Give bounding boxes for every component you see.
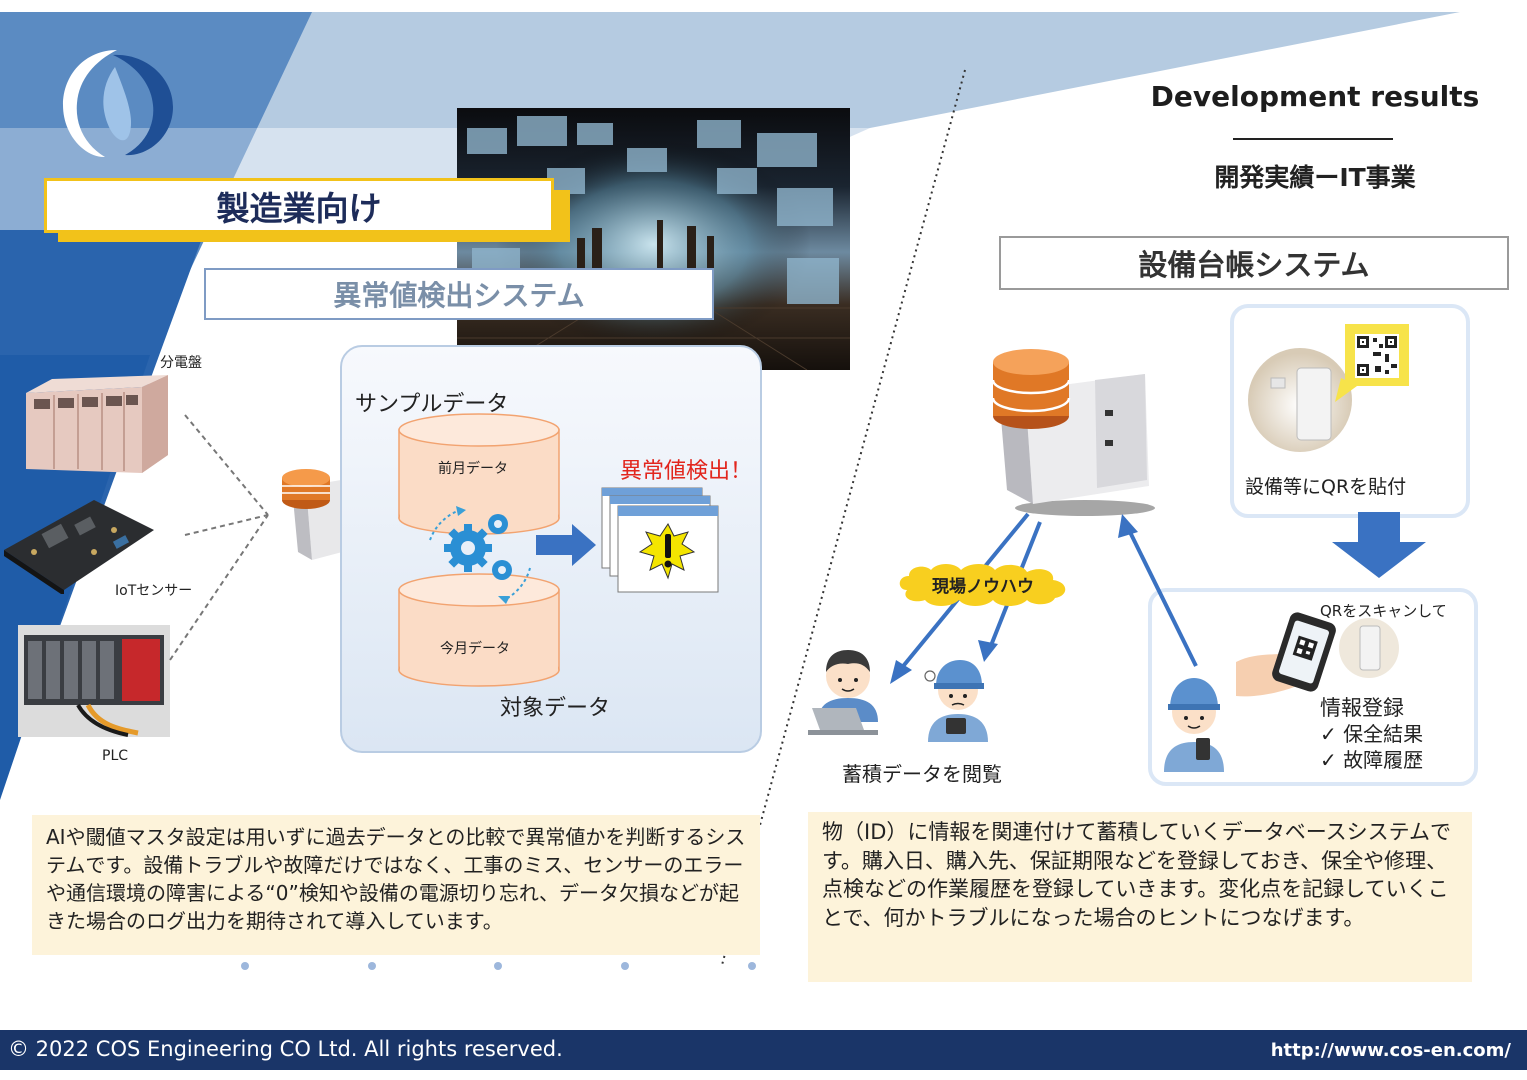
register-item-failure: ✓ 故障履歴 bbox=[1320, 748, 1424, 772]
equipment-ledger-title: 設備台帳システム bbox=[999, 236, 1509, 290]
worker-phone-illustration bbox=[1164, 678, 1224, 772]
device-label-plc: PLC bbox=[102, 748, 129, 764]
scan-caption: QRをスキャンして bbox=[1320, 602, 1447, 620]
processing-gears-icon bbox=[429, 506, 531, 604]
data-flow-arrows bbox=[890, 512, 1198, 684]
down-arrow-icon bbox=[1332, 512, 1426, 578]
plc-image bbox=[18, 625, 170, 737]
knowhow-label: 現場ノウハウ bbox=[932, 577, 1034, 597]
target-data-label: 対象データ bbox=[500, 696, 611, 721]
footer-copyright: © 2022 COS Engineering CO Ltd. All right… bbox=[8, 1037, 563, 1061]
device-connector-lines bbox=[169, 414, 269, 661]
office-worker-illustration bbox=[808, 650, 878, 735]
anomaly-system-description: AIや閾値マスタ設定は用いずに過去データとの比較で異常値かを判断するシステムです… bbox=[32, 815, 760, 955]
company-logo bbox=[63, 50, 173, 158]
prev-month-label: 前月データ bbox=[438, 461, 508, 477]
this-month-label: 今月データ bbox=[440, 641, 510, 657]
knowhow-cloud-shape bbox=[899, 564, 1066, 606]
equipment-qr-illustration bbox=[1248, 324, 1409, 452]
category-label: 製造業向け bbox=[44, 178, 554, 233]
browse-data-label: 蓄積データを閲覧 bbox=[842, 762, 1002, 786]
worker-tablet-illustration bbox=[924, 660, 988, 742]
footer-url-link[interactable]: http://www.cos-en.com/ bbox=[1270, 1040, 1511, 1061]
ledger-system-description: 物（ID）に情報を関連付けて蓄積していくデータベースシステムです。購入日、購入先… bbox=[808, 812, 1472, 982]
register-item-maintenance: ✓ 保全結果 bbox=[1320, 722, 1424, 746]
title-japanese: 開発実績ーIT事業 bbox=[1214, 163, 1416, 192]
anomaly-system-title: 異常値検出システム bbox=[204, 268, 714, 320]
device-label-panel: 分電盤 bbox=[160, 355, 202, 371]
anomaly-alert-label: 異常値検出！ bbox=[620, 459, 753, 484]
server-icon-large bbox=[991, 349, 1155, 516]
sample-data-label: サンプルデータ bbox=[355, 392, 509, 417]
device-label-iot: IoTセンサー bbox=[115, 583, 193, 599]
alert-windows-icon bbox=[601, 487, 719, 593]
qr-attach-caption: 設備等にQRを貼付 bbox=[1245, 476, 1407, 498]
phone-scan-illustration bbox=[1236, 612, 1399, 697]
register-title: 情報登録 bbox=[1320, 696, 1404, 720]
data-cylinders bbox=[398, 413, 560, 687]
title-divider bbox=[1233, 138, 1393, 140]
title-english: Development results bbox=[1150, 80, 1480, 113]
right-arrow-icon bbox=[536, 524, 596, 566]
iot-sensor-board-image bbox=[4, 490, 156, 596]
footer-bar bbox=[0, 1030, 1527, 1070]
distribution-panel-image bbox=[22, 365, 170, 477]
